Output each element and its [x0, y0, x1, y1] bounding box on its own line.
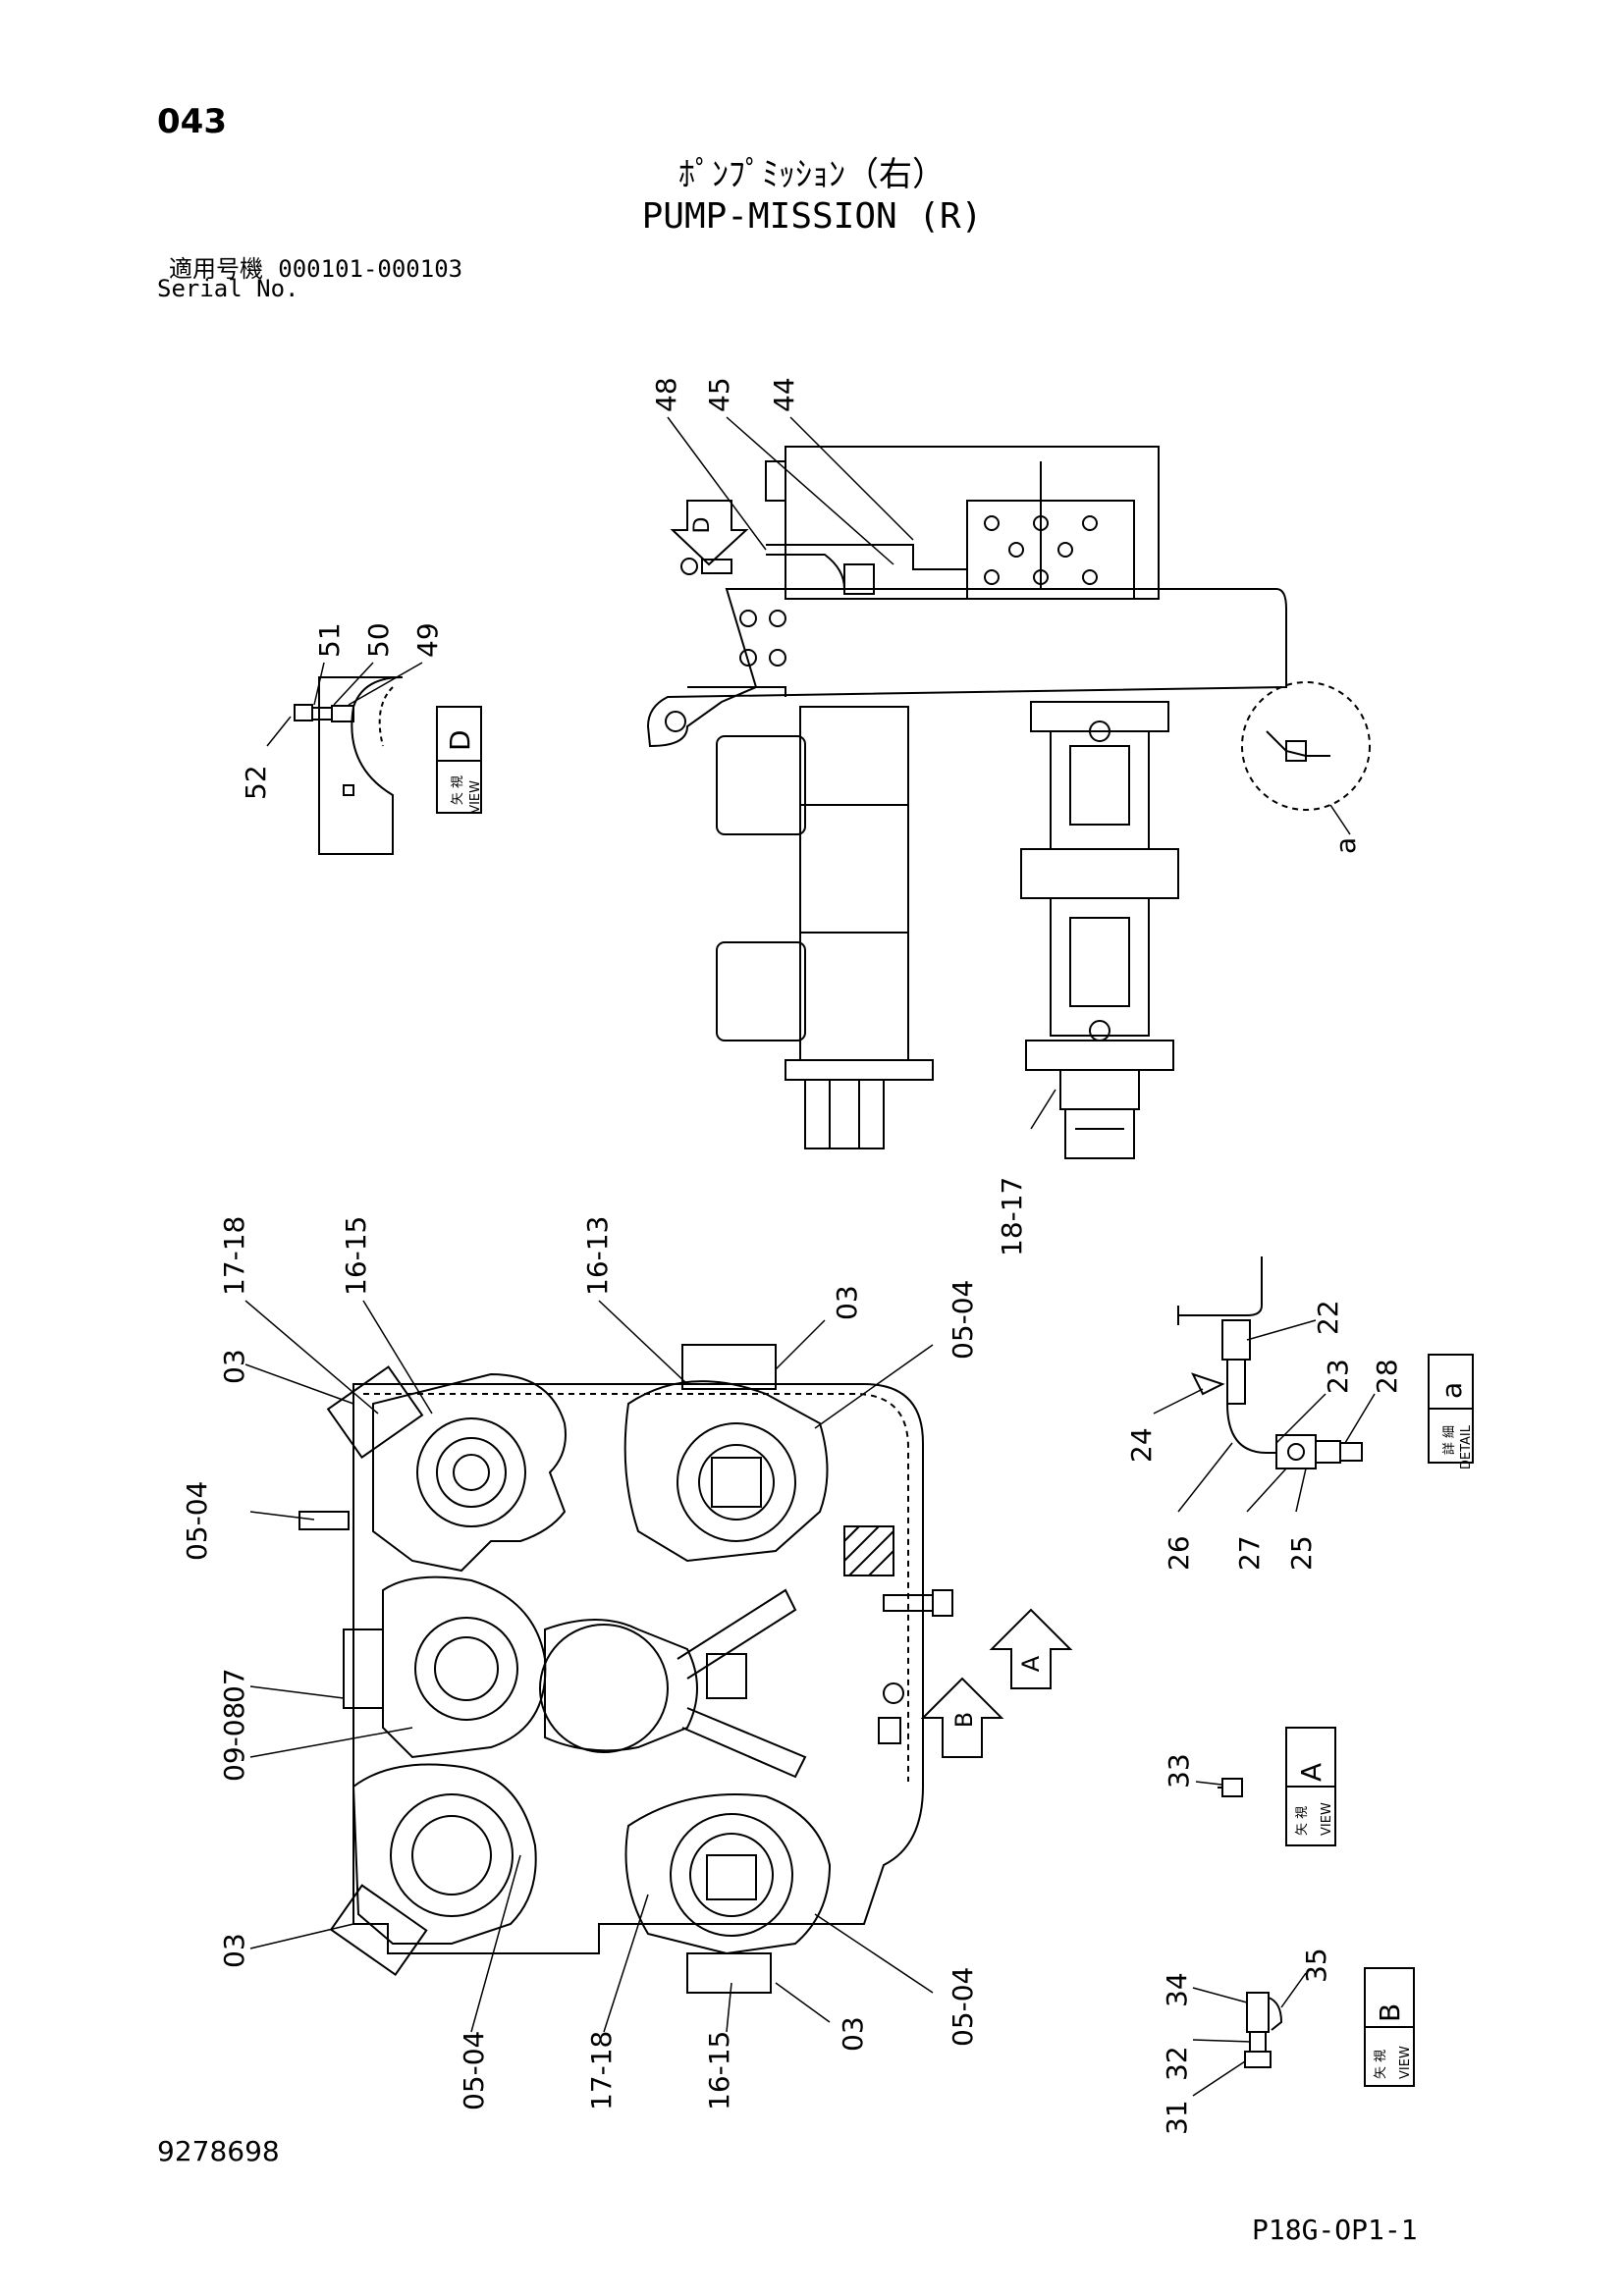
- callout-25: 25: [1285, 1535, 1318, 1571]
- view-a-letter: A: [1295, 1763, 1327, 1782]
- callout-31: 31: [1161, 2100, 1193, 2135]
- view-b-drawing: [1244, 1992, 1283, 2068]
- detail-a-kanji: 詳 細: [1441, 1425, 1457, 1455]
- callout-16-15-lower: 16-15: [703, 2031, 735, 2110]
- callout-22: 22: [1312, 1300, 1344, 1335]
- callout-18-17: 18-17: [996, 1177, 1028, 1256]
- callout-03-upper-left: 03: [218, 1349, 250, 1384]
- callout-35: 35: [1300, 1948, 1332, 1983]
- callout-17-18-upper: 17-18: [218, 1216, 250, 1296]
- view-d-kanji: 矢 視: [451, 775, 465, 805]
- callout-45: 45: [703, 377, 735, 412]
- pump-mission-top-view: [298, 1344, 953, 1994]
- callout-27: 27: [1233, 1535, 1266, 1571]
- callout-33: 33: [1163, 1753, 1195, 1789]
- callout-34: 34: [1161, 1972, 1193, 2007]
- callout-16-13: 16-13: [581, 1216, 614, 1296]
- callout-51: 51: [313, 622, 346, 658]
- view-a-word: VIEW: [1320, 1802, 1334, 1836]
- pump-mission-side-view: [646, 446, 1371, 1159]
- title-english: PUMP-MISSION (R): [641, 196, 983, 237]
- callout-05-04-upper-left: 05-04: [181, 1481, 213, 1561]
- mounting-bracket: [646, 588, 1287, 748]
- callout-48: 48: [650, 377, 682, 412]
- title-japanese: ﾎﾟﾝﾌﾟﾐｯｼｮﾝ（右）: [678, 155, 946, 194]
- callout-28: 28: [1371, 1359, 1403, 1394]
- center-drive: [544, 1619, 698, 1752]
- callout-17-18-lower: 17-18: [585, 2031, 618, 2110]
- view-arrow-d: D: [670, 500, 749, 566]
- serial-applicability: 適用号機 000101-000103: [169, 249, 462, 284]
- view-d-label-box: 矢 視 VIEW D: [436, 706, 483, 814]
- detail-a-word: DETAIL: [1459, 1424, 1474, 1469]
- callout-23: 23: [1322, 1359, 1354, 1394]
- base-plate: [352, 1383, 924, 1954]
- view-d-word: VIEW: [468, 780, 483, 814]
- view-arrow-b: B: [920, 1677, 1004, 1758]
- document-id: 9278698: [157, 2135, 280, 2167]
- view-b-label-box: 矢 視 VIEW B: [1364, 1967, 1415, 2087]
- view-a-kanji: 矢 視: [1295, 1806, 1310, 1836]
- pump-unit-lower: [1050, 897, 1150, 1037]
- callout-32: 32: [1161, 2046, 1193, 2081]
- callout-44: 44: [768, 377, 800, 412]
- page-number: 043: [157, 102, 227, 141]
- callout-49: 49: [411, 622, 444, 658]
- detail-a-drawing: [1177, 1256, 1363, 1469]
- callout-09-08: 09-08: [218, 1702, 250, 1782]
- callout-07: 07: [218, 1668, 250, 1703]
- callout-05-04-lower-right: 05-04: [947, 1967, 979, 2047]
- callout-26: 26: [1163, 1535, 1195, 1571]
- view-d-letter: D: [444, 729, 476, 751]
- valve-block: [966, 500, 1135, 600]
- detail-a-label-box: 詳 細 DETAIL a: [1428, 1354, 1474, 1469]
- drawing-code: P18G-OP1-1: [1252, 2214, 1418, 2246]
- pump-housing-ll: [352, 1763, 537, 1945]
- callout-03-lower-right: 03: [837, 2016, 869, 2052]
- view-b-word: VIEW: [1398, 2046, 1413, 2079]
- serial-label-en: Serial No.: [157, 275, 299, 302]
- callout-05-04-upper-right: 05-04: [947, 1280, 979, 1360]
- detail-marker-a: a: [1329, 837, 1362, 854]
- pump-unit-upper: [1050, 730, 1150, 850]
- view-b-letter: B: [1374, 2003, 1406, 2022]
- callout-50: 50: [362, 622, 395, 658]
- callout-52: 52: [240, 765, 272, 800]
- pump-housing-lr: [624, 1793, 832, 1955]
- view-a-label-box: 矢 視 VIEW A: [1285, 1727, 1336, 1846]
- callout-24: 24: [1125, 1427, 1158, 1463]
- view-arrow-a-label: A: [1017, 1655, 1045, 1672]
- view-b-kanji: 矢 視: [1374, 2050, 1388, 2079]
- view-arrow-b-label: B: [950, 1712, 978, 1728]
- view-arrow-d-label: D: [690, 517, 715, 534]
- detail-a-circle: [1241, 681, 1371, 811]
- pump-housing-ml: [382, 1575, 547, 1759]
- callout-05-04-lower-left: 05-04: [458, 2031, 490, 2110]
- callout-03-lower-left: 03: [218, 1933, 250, 1968]
- detail-a-letter: a: [1435, 1382, 1468, 1399]
- serial-range: 000101-000103: [278, 255, 463, 283]
- motor-housing: [799, 706, 909, 1061]
- view-a-drawing: [1218, 1778, 1243, 1797]
- pump-housing-ul: [372, 1372, 567, 1573]
- callout-16-15-upper: 16-15: [340, 1216, 372, 1296]
- view-d-drawing: [294, 676, 404, 855]
- pump-housing-ur: [623, 1380, 829, 1563]
- view-arrow-a: A: [989, 1608, 1073, 1689]
- serial-label-jp: 適用号機: [169, 255, 263, 283]
- callout-03-upper-right: 03: [831, 1285, 863, 1320]
